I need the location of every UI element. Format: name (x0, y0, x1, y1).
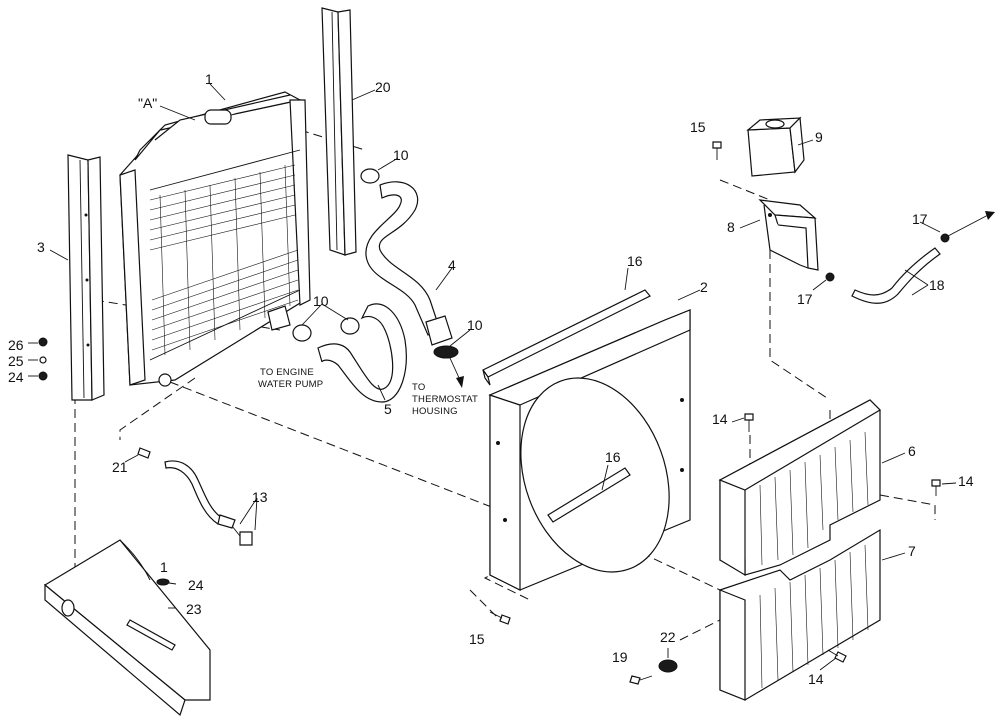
radiator-outlet (267, 305, 291, 331)
callout-16-top: 16 (627, 253, 643, 269)
callout-14-right: 14 (958, 473, 974, 489)
callout-15-top: 15 (690, 119, 706, 135)
water-pump-note-line1: TO ENGINE (260, 367, 314, 378)
callout-13: 13 (252, 489, 268, 505)
radiator (119, 91, 311, 387)
callout-4: 4 (448, 257, 456, 273)
leader-lines (28, 83, 957, 671)
callout-10-top: 10 (393, 147, 409, 163)
machine-frame (43, 539, 211, 717)
callout-22: 22 (660, 629, 676, 645)
callout-8: 8 (727, 219, 735, 235)
thermostat-note-line1: TO (412, 382, 425, 393)
radiator-cap (204, 109, 232, 125)
callout-1: 1 (205, 71, 213, 87)
thermostat-note-line3: HOUSING (412, 406, 458, 417)
callout-2: 2 (700, 279, 708, 295)
detail-a-label: "A" (138, 95, 157, 111)
callout-10-left: 10 (313, 293, 329, 309)
upper-grille (718, 399, 881, 577)
fan-opening (520, 377, 670, 573)
side-baffle-left (67, 154, 105, 401)
callout-21: 21 (112, 459, 128, 475)
callout-7: 7 (908, 543, 916, 559)
callout-25: 25 (8, 353, 24, 369)
callout-6: 6 (908, 443, 916, 459)
callout-20: 20 (375, 79, 391, 95)
seal-strips (482, 289, 651, 523)
fasteners (38, 141, 941, 685)
lower-grille (719, 528, 881, 701)
callout-14-upper: 14 (712, 411, 728, 427)
callout-17-right: 17 (912, 211, 928, 227)
callout-14-bottom: 14 (808, 671, 824, 687)
callout-26: 26 (8, 337, 24, 353)
side-baffle-right (321, 7, 357, 256)
overflow-hose (825, 211, 995, 304)
reservoir-bracket (758, 199, 819, 271)
thermostat-note-line2: THERMOSTAT (412, 394, 478, 405)
callout-10-right: 10 (467, 317, 483, 333)
callout-1-frame: 1 (160, 559, 168, 575)
callout-24-left: 24 (8, 369, 24, 385)
routing-notes: TO ENGINE WATER PUMP TO THERMOSTAT HOUSI… (258, 367, 478, 417)
callout-15-bottom: 15 (469, 631, 485, 647)
callout-16-lower: 16 (605, 449, 621, 465)
callout-labels: 1 "A" 3 20 10 10 4 5 10 16 2 16 15 9 8 1… (8, 71, 974, 687)
temperature-sensor-harness (164, 460, 253, 546)
radiator-core (149, 164, 299, 356)
callout-19: 19 (612, 649, 628, 665)
callout-5: 5 (384, 401, 392, 417)
callout-18: 18 (929, 277, 945, 293)
callout-3: 3 (37, 239, 45, 255)
upper-hose (365, 181, 453, 346)
fan-shroud (488, 309, 691, 591)
coolant-reservoir (746, 116, 805, 177)
hose-clamps (292, 168, 464, 388)
callout-23: 23 (186, 601, 202, 617)
callout-17-left: 17 (797, 291, 813, 307)
lower-hose (317, 303, 407, 403)
callout-9: 9 (815, 129, 823, 145)
callout-24-frame: 24 (188, 577, 204, 593)
water-pump-note-line2: WATER PUMP (258, 379, 323, 390)
